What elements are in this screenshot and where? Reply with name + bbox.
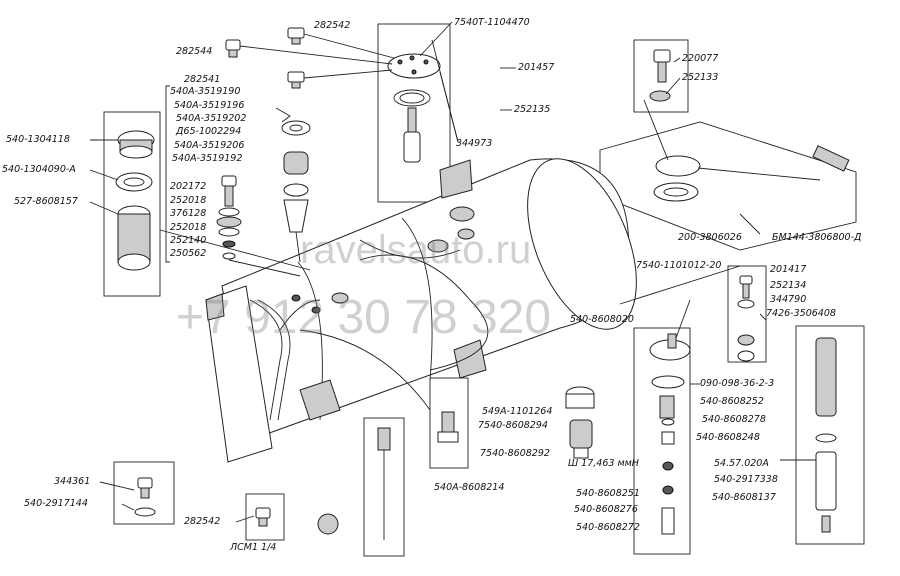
label-7426-3506408: 7426-3506408 bbox=[766, 308, 836, 319]
filler-cap-group bbox=[115, 130, 155, 271]
label-540-8608272: 540-8608272 bbox=[576, 522, 640, 533]
label-201417: 201417 bbox=[770, 264, 807, 275]
bottom-bolts bbox=[134, 477, 339, 535]
label-202172: 202172 bbox=[170, 181, 207, 192]
fuel-gauge-sender bbox=[643, 49, 850, 202]
small-bolts-top bbox=[225, 27, 395, 89]
dipstick bbox=[377, 427, 391, 540]
label-540-1304118: 540-1304118 bbox=[6, 134, 70, 145]
label-540a-3519196: 540А-3519196 bbox=[174, 100, 245, 111]
label-540-2917144: 540-2917144 bbox=[24, 498, 88, 509]
label-lsm1-1-4: ЛСМ1 1/4 bbox=[230, 542, 277, 553]
leader-lines bbox=[89, 21, 816, 523]
label-220077: 220077 bbox=[682, 53, 719, 64]
label-7540-1101012-20: 7540-1101012-20 bbox=[636, 260, 722, 271]
filter-parts bbox=[159, 107, 311, 271]
label-344973: 344973 bbox=[456, 138, 493, 149]
label-540-8608020: 540-8608020 bbox=[570, 314, 634, 325]
label-7540t-1104470: 7540Т-1104470 bbox=[454, 17, 530, 28]
label-540a-3519192: 540А-3519192 bbox=[172, 153, 243, 164]
label-344361: 344361 bbox=[54, 476, 91, 487]
bolts-right bbox=[737, 275, 755, 362]
label-252133: 252133 bbox=[682, 72, 719, 83]
label-282542-top: 282542 bbox=[314, 20, 351, 31]
label-252134: 252134 bbox=[770, 280, 807, 291]
label-540-1304090-a: 540-1304090-А bbox=[2, 164, 76, 175]
label-7540-8608292: 7540-8608292 bbox=[480, 448, 550, 459]
bolt-stack bbox=[216, 175, 301, 277]
label-252135: 252135 bbox=[514, 104, 551, 115]
fuel-tank bbox=[205, 158, 637, 463]
label-252140: 252140 bbox=[170, 235, 207, 246]
pump-assembly bbox=[649, 299, 691, 535]
watermark-site: ravelsauto.ru bbox=[300, 228, 532, 272]
label-549a-1101264: 549А-1101264 bbox=[482, 406, 553, 417]
label-200-3806026: 200-3806026 bbox=[678, 232, 742, 243]
spring-filter bbox=[815, 337, 837, 533]
label-250562: 250562 bbox=[170, 248, 207, 259]
label-282541: 282541 bbox=[184, 74, 221, 85]
sender-unit-top bbox=[387, 39, 459, 163]
label-540-8608251: 540-8608251 bbox=[576, 488, 640, 499]
label-540a-8608214: 540А-8608214 bbox=[434, 482, 505, 493]
label-7540-8608294: 7540-8608294 bbox=[478, 420, 548, 431]
label-540-8608137: 540-8608137 bbox=[712, 492, 776, 503]
label-540a-3519190: 540А-3519190 bbox=[170, 86, 241, 97]
label-bm144-3806800-d: БМ144-3806800-Д bbox=[772, 232, 862, 243]
watermark-phone: +7 912 30 78 320 bbox=[176, 291, 552, 344]
label-54-57-020a: 54.57.020А bbox=[714, 458, 769, 469]
label-252018-b: 252018 bbox=[170, 222, 207, 233]
label-282542-bottom: 282542 bbox=[184, 516, 221, 527]
label-540a-3519202: 540А-3519202 bbox=[176, 113, 247, 124]
label-540a-3519206: 540А-3519206 bbox=[174, 140, 245, 151]
label-252018-a: 252018 bbox=[170, 195, 207, 206]
label-540-8608248: 540-8608248 bbox=[696, 432, 760, 443]
label-344790: 344790 bbox=[770, 294, 807, 305]
label-sh-17-463-mmn: Ш 17,463 ммН bbox=[568, 458, 639, 469]
label-540-8608278: 540-8608278 bbox=[702, 414, 766, 425]
label-540-8608276: 540-8608276 bbox=[574, 504, 638, 515]
label-201457: 201457 bbox=[518, 62, 555, 73]
label-d65-1002294: Д65-1002294 bbox=[176, 126, 242, 137]
label-376128: 376128 bbox=[170, 208, 207, 219]
detail-frames bbox=[103, 23, 865, 557]
fittings bbox=[437, 386, 595, 459]
label-090-098-36-2-3: 090-098-36-2-3 bbox=[700, 378, 775, 389]
label-540-2917338: 540-2917338 bbox=[714, 474, 778, 485]
label-527-8608157: 527-8608157 bbox=[14, 196, 78, 207]
label-282544: 282544 bbox=[176, 46, 213, 57]
label-540-8608252: 540-8608252 bbox=[700, 396, 764, 407]
